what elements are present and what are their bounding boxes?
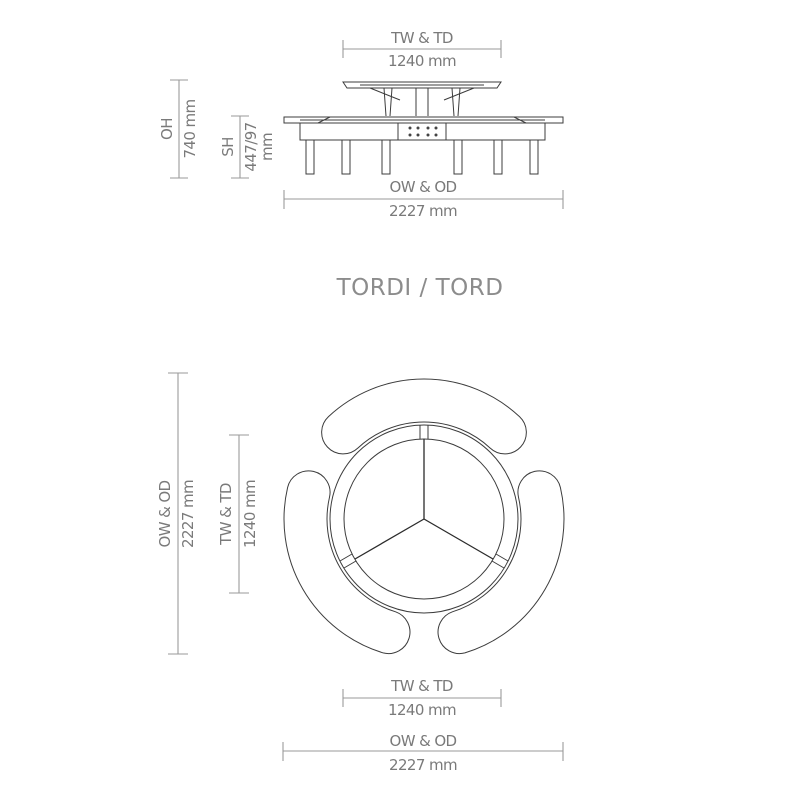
dimension-label: OW & OD: [389, 178, 456, 196]
dimension-label: SH: [219, 137, 237, 157]
side-table-top: [342, 81, 502, 117]
plan-view: OW & OD 2227 mm TW & TD 1240 mm TW & TD …: [156, 372, 565, 774]
plan-bottom-outer-dimension: OW & OD 2227 mm: [282, 732, 564, 774]
product-title: TORDI / TORD: [336, 275, 504, 301]
dimension-label: OW & OD: [389, 732, 456, 750]
dimension-label: TW & TD: [217, 483, 235, 546]
dimension-value: 2227 mm: [389, 756, 457, 774]
dimension-label: OH: [158, 118, 176, 140]
dimension-label: OW & OD: [156, 480, 174, 547]
plan-left-inner-dimension: TW & TD 1240 mm: [217, 434, 259, 594]
side-bench-seats: [283, 116, 564, 141]
side-legs: [305, 139, 539, 175]
dimension-value: 740 mm: [181, 99, 199, 158]
dimension-value: 447/97: [242, 122, 260, 171]
bench-segment: [437, 470, 565, 655]
plan-benches: [283, 378, 565, 655]
dimension-value: 2227 mm: [389, 202, 457, 220]
dimension-label: TW & TD: [390, 677, 453, 695]
dimension-value: 1240 mm: [241, 480, 259, 548]
bench-segment: [283, 470, 411, 655]
side-bottom-dimension: OW & OD 2227 mm: [283, 178, 564, 220]
bench-segment: [321, 378, 527, 455]
plan-left-outer-dimension: OW & OD 2227 mm: [156, 372, 197, 655]
side-elevation-view: TW & TD 1240 mm: [158, 29, 564, 220]
dimension-label: TW & TD: [390, 29, 453, 47]
dimension-value: 1240 mm: [388, 52, 456, 70]
table-top-outline: [329, 424, 519, 614]
dimension-value: 1240 mm: [388, 701, 456, 719]
plan-table: [329, 424, 519, 614]
side-top-dimension: TW & TD 1240 mm: [342, 29, 502, 70]
overall-height-dimension: OH 740 mm: [158, 79, 199, 179]
dimension-value: 2227 mm: [179, 480, 197, 548]
plan-bottom-inner-dimension: TW & TD 1240 mm: [342, 677, 502, 719]
dimension-unit: mm: [258, 133, 276, 161]
seat-height-dimension: SH 447/97 mm: [219, 115, 276, 179]
